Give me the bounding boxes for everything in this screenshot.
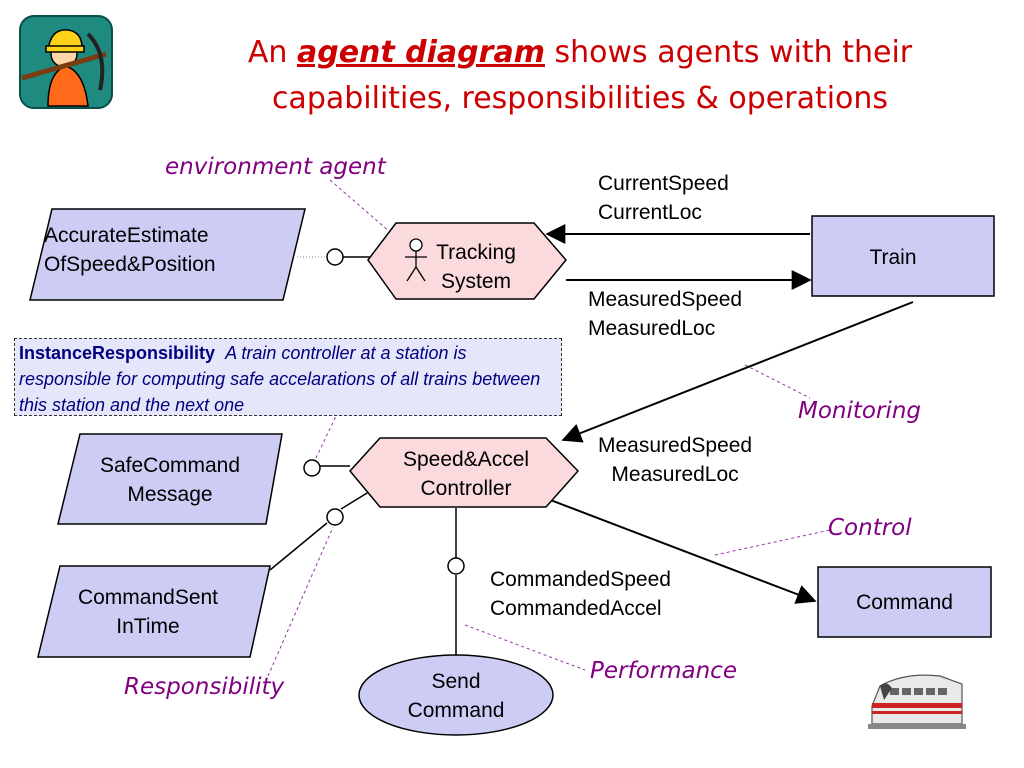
agent-train: Train	[869, 246, 917, 269]
label-performance: Performance	[590, 658, 737, 684]
train-box-shape	[811, 215, 995, 297]
instance-responsibility-note: InstanceResponsibility A train controlle…	[14, 338, 562, 416]
arrow-train-to-controller	[561, 301, 914, 443]
msg-measured-top: MeasuredSpeed MeasuredLoc	[588, 288, 743, 340]
goal-command-sent-in-time: CommandSent InTime	[77, 586, 219, 638]
leader-environment-agent	[329, 179, 406, 246]
stick-figure-agent-icon	[405, 238, 427, 282]
label-responsibility: Responsibility	[124, 674, 285, 700]
page-title: An agent diagram shows agents with their…	[150, 30, 1010, 122]
label-environment-agent: environment agent	[165, 154, 386, 180]
controller-shape	[349, 437, 580, 508]
msg-commanded: CommandedSpeed CommandedAccel	[490, 568, 671, 620]
label-control: Control	[828, 515, 912, 541]
miner-logo-icon	[19, 15, 113, 109]
title-line2: capabilities, responsibilities & operati…	[271, 81, 889, 116]
arrow-controller-to-command	[539, 495, 817, 604]
label-monitoring: Monitoring	[798, 398, 921, 424]
link-circle-commandsent	[326, 508, 344, 526]
send-command-shape	[358, 654, 554, 736]
msg-current-speed-loc: CurrentSpeed CurrentLoc	[598, 172, 729, 224]
agent-tracking-system: Tracking System	[436, 241, 516, 293]
note-title: InstanceResponsibility	[19, 343, 216, 363]
goal-safe-command-shape	[57, 433, 283, 525]
entity-command: Command	[856, 591, 953, 614]
command-box-shape	[817, 566, 992, 638]
title-emphasis: agent diagram	[296, 35, 545, 70]
link-circle-sendcommand	[447, 557, 465, 575]
link-circle-tracking	[326, 248, 344, 266]
leader-note	[315, 415, 337, 459]
goal-command-sent-shape	[37, 565, 271, 658]
leader-control	[714, 529, 831, 556]
link-circle-safecommand	[303, 459, 321, 477]
agent-speed-accel-controller: Speed&Accel Controller	[402, 448, 530, 500]
goal-accurate-estimate: AccurateEstimate OfSpeed&Position	[44, 224, 216, 276]
operation-send-command: Send Command	[407, 670, 505, 722]
note-text: A train controller at a station is respo…	[19, 343, 541, 415]
leader-responsibility	[267, 526, 334, 677]
goal-safe-command-message: SafeCommand Message	[99, 454, 241, 506]
goal-accurate-estimate-shape	[29, 208, 306, 301]
leader-monitoring	[744, 364, 811, 399]
train-clipart-icon	[868, 674, 966, 729]
msg-measured-mid: MeasuredSpeed MeasuredLoc	[598, 434, 753, 486]
